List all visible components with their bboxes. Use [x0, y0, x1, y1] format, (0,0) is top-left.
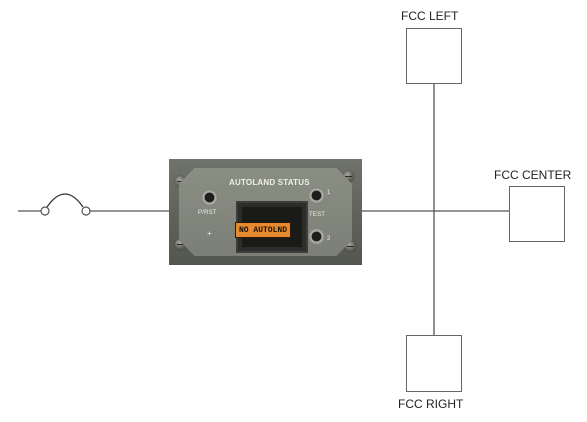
panel-faceplate: AUTOLAND STATUS P/RST + 1 TEST 2	[179, 168, 352, 256]
no-autoland-annunciator: NO AUTOLND	[235, 222, 291, 238]
test-2-mark: 2	[327, 236, 331, 242]
screw-icon	[345, 241, 356, 252]
test-button-1[interactable]	[308, 187, 325, 204]
fcc-right-box	[406, 335, 462, 392]
switch-contact-right	[81, 206, 91, 216]
fcc-left-box	[406, 28, 462, 84]
test-1-mark: 1	[327, 190, 331, 196]
fcc-left-label: FCC LEFT	[401, 9, 459, 23]
fcc-center-label: FCC CENTER	[494, 168, 572, 182]
reset-button-label: P/RST	[198, 210, 217, 216]
autoland-status-panel: AUTOLAND STATUS P/RST + 1 TEST 2 NO AUTO…	[169, 159, 362, 265]
annunciator-window	[236, 201, 308, 253]
test-button-2[interactable]	[308, 228, 325, 245]
reset-button[interactable]	[201, 189, 218, 206]
switch-arc	[46, 193, 84, 208]
screw-icon	[175, 176, 186, 187]
panel-title: AUTOLAND STATUS	[229, 178, 310, 187]
fcc-right-label: FCC RIGHT	[398, 397, 464, 411]
test-button-label: TEST	[309, 212, 326, 218]
plus-mark: +	[207, 229, 212, 238]
screw-icon	[175, 239, 186, 250]
switch-contact-left	[40, 206, 50, 216]
fcc-center-box	[509, 186, 565, 242]
screw-icon	[343, 171, 354, 182]
